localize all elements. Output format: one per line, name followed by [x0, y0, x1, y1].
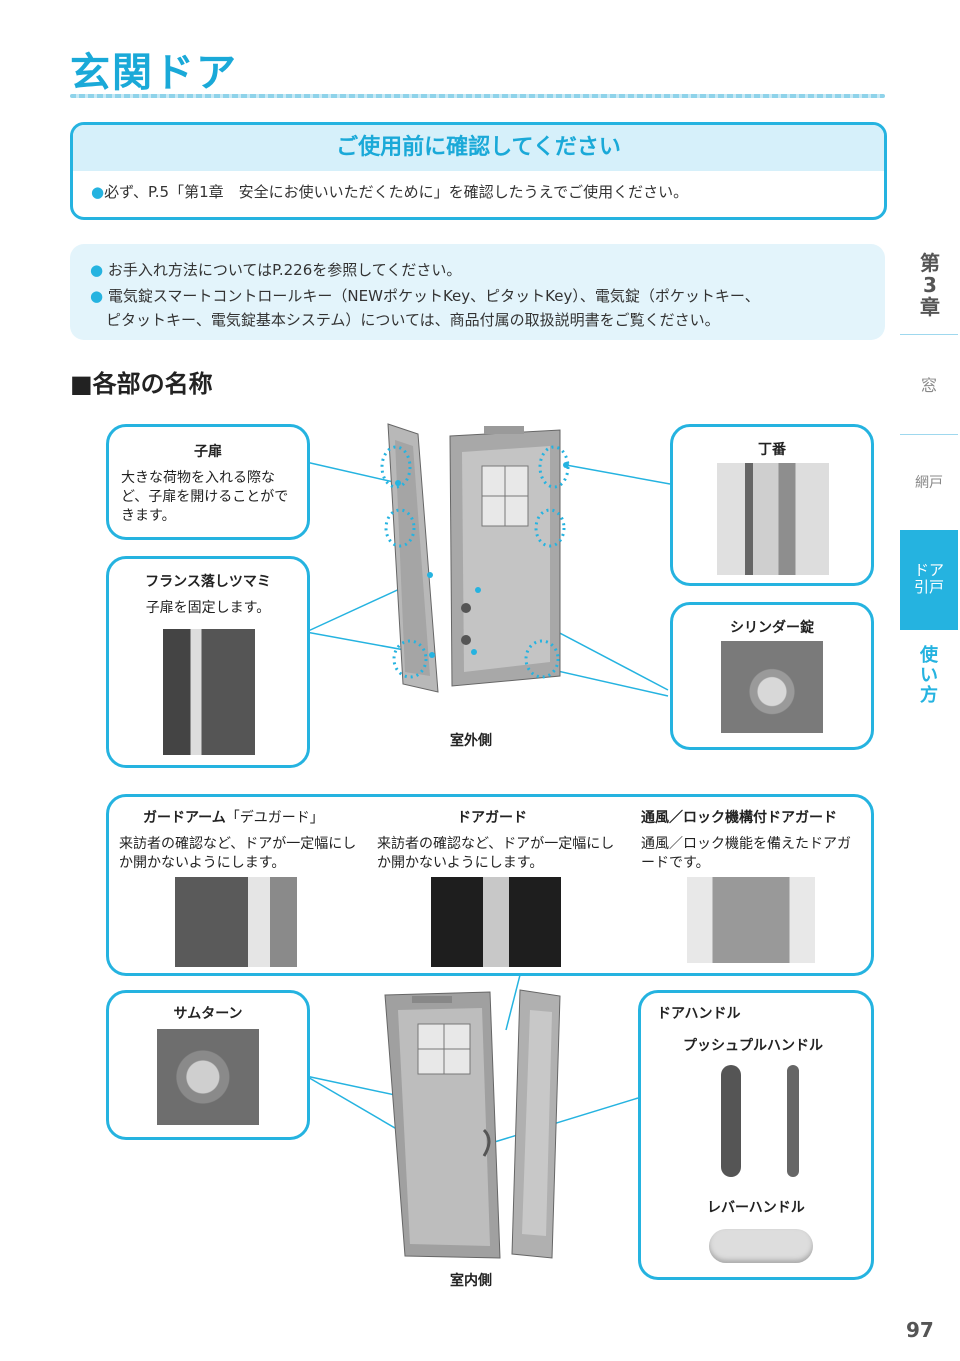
callout-title: 丁番: [758, 442, 786, 458]
page-number: 97: [906, 1318, 934, 1342]
callout-text: 大きな荷物を入れる際など、子扉を開けることができます。: [121, 470, 289, 524]
outside-caption: 室外側: [450, 733, 492, 749]
sidebar-chapter: 第 3 章: [920, 251, 940, 319]
push-pull-handle-label: プッシュプルハンドル: [683, 1038, 823, 1054]
bullet-icon: ●: [91, 183, 105, 201]
bullet-icon: ●: [90, 287, 104, 305]
lever-handle-label: レバーハンドル: [707, 1200, 805, 1216]
door-guard-text: 来訪者の確認など、ドアが一定幅にしか開かないようにします。: [377, 836, 615, 871]
callout-text: 子扉を固定します。: [145, 600, 271, 616]
sidebar-item-window[interactable]: 窓: [920, 376, 937, 395]
guard-arm-photo: [175, 877, 297, 967]
sidebar-item-screen[interactable]: 網戸: [915, 475, 943, 491]
france-latch-photo: [163, 629, 255, 755]
callout-title: 子扉: [194, 444, 222, 460]
notice-box: ご使用前に確認してください ●必ず、P.5「第1章 安全にお使いいただくために」…: [70, 122, 887, 220]
door-handle-title: ドアハンドル: [657, 1006, 741, 1022]
callout-thumbturn: サムターン: [106, 990, 310, 1140]
section-title: ■各部の名称: [70, 370, 213, 398]
door-guard-photo: [431, 877, 561, 967]
inside-door-illustration: [384, 989, 561, 1259]
info-line-3: ピタットキー、電気錠基本システム）については、商品付属の取扱説明書をご覧ください…: [106, 311, 720, 329]
callout-title: フランス落しツマミ: [145, 574, 271, 590]
notice-heading: ご使用前に確認してください: [73, 125, 884, 171]
vent-lock-guard-title: 通風／ロック機構付ドアガード: [641, 810, 837, 826]
info-box: ● お手入れ方法についてはP.226を参照してください。 ● 電気錠スマートコン…: [70, 244, 885, 340]
sidebar-divider: [900, 334, 958, 335]
outside-door-illustration: [387, 423, 561, 693]
vent-lock-guard-photo: [687, 877, 815, 963]
title-divider: [70, 94, 885, 98]
notice-text: 必ず、P.5「第1章 安全にお使いいただくために」を確認したうえでご使用ください…: [104, 183, 689, 201]
info-line-2: ● 電気錠スマートコントロールキー（NEWポケットKey、ピタットKey）、電気…: [90, 287, 760, 305]
page-title: 玄関ドア: [70, 50, 238, 96]
vent-lock-guard-text: 通風／ロック機能を備えたドアガードです。: [641, 836, 851, 871]
sidebar-item-usage[interactable]: 使 い 方: [920, 645, 938, 706]
inside-caption: 室内側: [450, 1273, 492, 1289]
callout-hinge: 丁番: [670, 424, 874, 586]
sidebar-item-door-active[interactable]: ドア 引戸: [900, 530, 958, 630]
door-guard-title: ドアガード: [457, 810, 527, 826]
callout-cylinder-lock: シリンダー錠: [670, 602, 874, 750]
thumbturn-photo: [157, 1029, 259, 1125]
push-pull-handle-side-photo: [787, 1065, 799, 1177]
cylinder-lock-photo: [721, 641, 823, 733]
callout-door-guards: ガードアーム「デユガード」 来訪者の確認など、ドアが一定幅にしか開かないようにし…: [106, 794, 874, 976]
callout-kotobira: 子扉 大きな荷物を入れる際など、子扉を開けることができます。: [106, 424, 310, 540]
hinge-photo: [717, 463, 829, 575]
info-line-1: ● お手入れ方法についてはP.226を参照してください。: [90, 261, 462, 279]
guard-arm-title: ガードアーム「デユガード」: [143, 810, 324, 826]
callout-france-latch: フランス落しツマミ 子扉を固定します。: [106, 556, 310, 768]
callout-title: サムターン: [173, 1006, 243, 1022]
sidebar-divider: [900, 434, 958, 435]
push-pull-handle-photo: [721, 1065, 741, 1177]
lever-handle-photo: [709, 1229, 813, 1263]
callout-title: シリンダー錠: [730, 620, 814, 636]
guard-arm-text: 来訪者の確認など、ドアが一定幅にしか開かないようにします。: [119, 836, 357, 871]
callout-door-handle: ドアハンドル プッシュプルハンドル レバーハンドル: [638, 990, 874, 1280]
notice-body: ●必ず、P.5「第1章 安全にお使いいただくために」を確認したうえでご使用くださ…: [73, 171, 884, 212]
bullet-icon: ●: [90, 261, 104, 279]
